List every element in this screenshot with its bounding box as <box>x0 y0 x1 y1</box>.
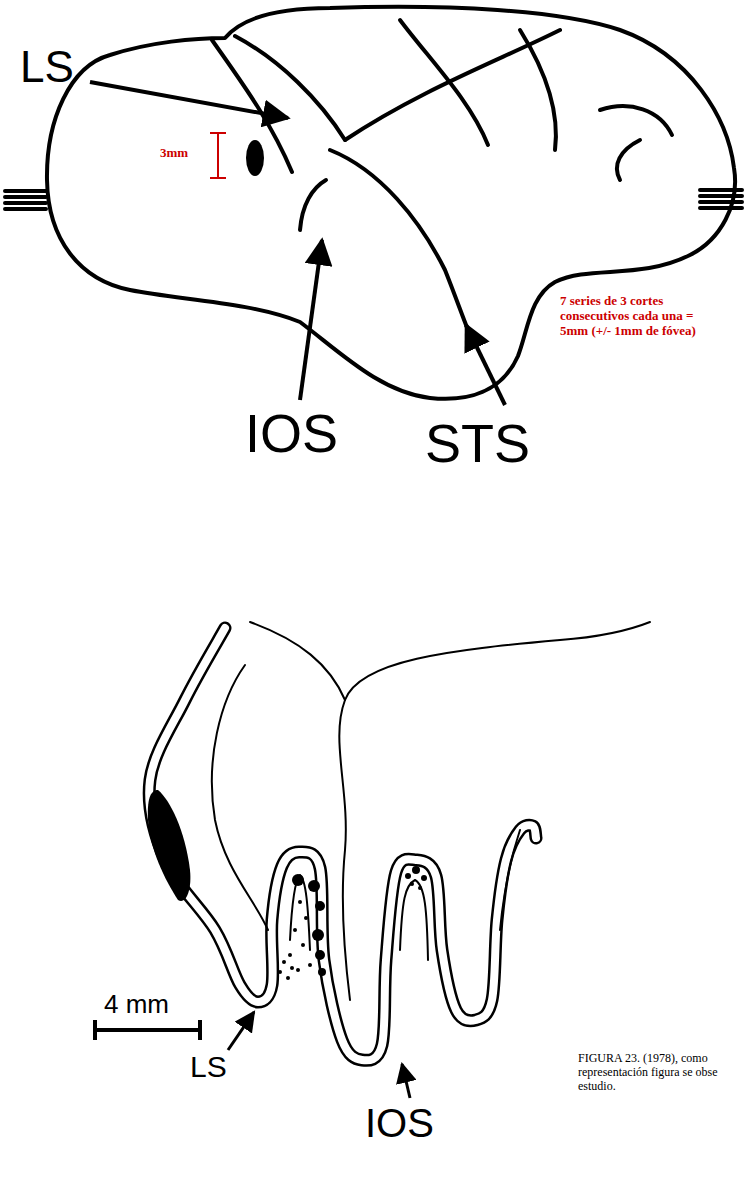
sulcus-label: IOS <box>245 402 338 464</box>
figure-caption: FIGURA 23. (1978), como representación f… <box>578 1052 738 1093</box>
lesion-area <box>148 790 191 901</box>
lesion-spot <box>246 140 264 176</box>
pointer-arrows <box>90 82 505 405</box>
brain-lateral-view <box>5 7 742 399</box>
sulcus-label: LS <box>20 42 74 93</box>
labeled-cells <box>278 866 427 980</box>
scale-label: 4 mm <box>104 990 169 1020</box>
sulcus-label: IOS <box>365 1100 434 1146</box>
pointer-arrows <box>228 1012 410 1098</box>
sulcus-label: LS <box>190 1050 227 1085</box>
coronal-section <box>149 622 650 1060</box>
dimension-bracket <box>210 133 226 178</box>
sulcus-label: STS <box>425 412 530 474</box>
scale-bar <box>95 1020 200 1040</box>
dimension-label: 3mm <box>160 146 188 161</box>
note-text: 7 series de 3 cortes consecutivos cada u… <box>560 294 710 339</box>
